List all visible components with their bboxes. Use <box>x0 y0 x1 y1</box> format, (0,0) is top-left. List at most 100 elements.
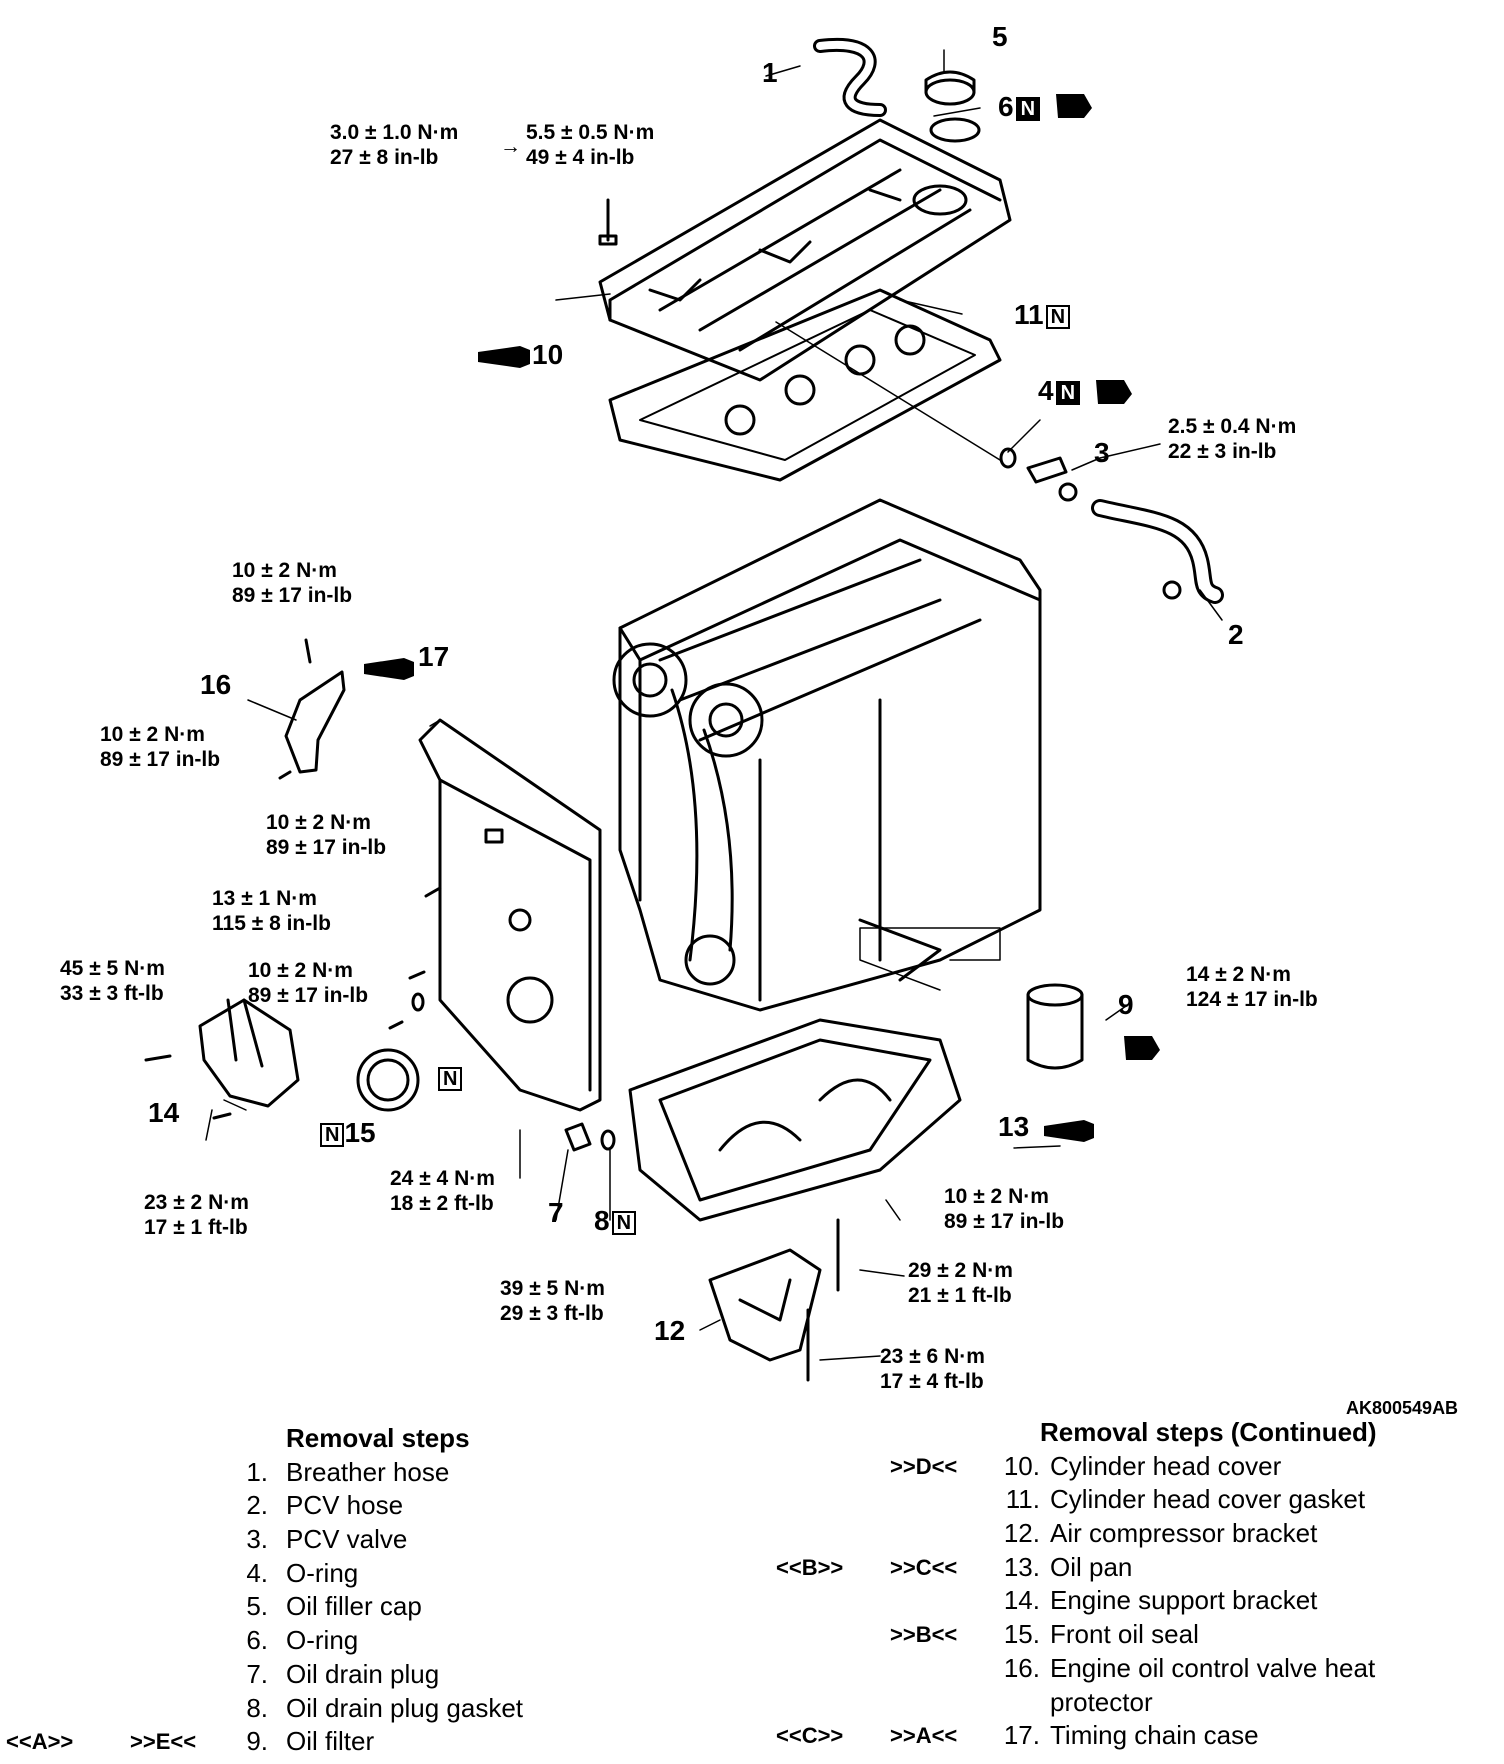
step-number: 5. <box>246 1591 268 1622</box>
step-text: Front oil seal <box>1050 1619 1199 1650</box>
sealant-tube-13 <box>1044 1120 1094 1142</box>
cylinder-head-cover-gasket <box>608 288 1002 482</box>
inspection-code: <<B>> <box>776 1554 844 1580</box>
step-number: 4. <box>246 1557 268 1588</box>
step-number: 3. <box>246 1524 268 1555</box>
sealant-tube-17 <box>364 658 414 680</box>
part-number-14: 14 <box>148 1097 180 1128</box>
step-row: 1.Breather hose <box>0 1456 760 1490</box>
step-text: Cylinder head cover <box>1050 1450 1282 1481</box>
step-text: O-ring <box>286 1557 359 1588</box>
step-row: >>B<<15.Front oil seal <box>760 1618 1504 1652</box>
step-text: Oil drain plug gasket <box>286 1692 524 1723</box>
step-text: PCV hose <box>286 1490 404 1521</box>
inspection-code: <<C>> <box>776 1723 844 1749</box>
installation-code: >>C<< <box>890 1554 958 1580</box>
step-number: 8. <box>246 1692 268 1723</box>
step-number: 1. <box>246 1456 268 1487</box>
cover-bolt <box>598 198 618 246</box>
oil-drain-plug <box>564 1122 592 1152</box>
step-row: <<C>> >>A<< 17. Timing chain case <box>760 1719 1504 1753</box>
part-number-12: 12 <box>654 1315 686 1346</box>
step-text: PCV valve <box>286 1524 408 1555</box>
o-ring-4 <box>999 447 1017 469</box>
oil-can-icon-6 <box>1056 94 1092 118</box>
step-text: Engine oil control valve heat <box>1050 1652 1376 1683</box>
n-mark-badge: N <box>320 1122 345 1147</box>
air-compressor-bracket <box>708 1218 840 1382</box>
inspection-code: <<A>> <box>6 1729 74 1755</box>
part-number-3: 3 <box>1094 437 1110 468</box>
step-row: >>D<<10.Cylinder head cover <box>760 1450 1504 1484</box>
engine-block <box>612 498 1042 1012</box>
installation-code: >>E<< <box>130 1729 197 1755</box>
step-number: 6. <box>246 1625 268 1656</box>
step-row: 5. Oil filler cap <box>0 1590 760 1624</box>
small-seal <box>411 992 425 1012</box>
step-number: 7. <box>246 1658 268 1689</box>
step-row: <<A>> >>E<< 9. Oil filter <box>0 1725 760 1759</box>
steps-title: Removal steps <box>286 1423 470 1453</box>
part-number-16: 16 <box>200 669 232 700</box>
oil-pan <box>628 1018 962 1222</box>
front-oil-seal <box>356 1048 420 1112</box>
step-text: Engine support bracket <box>1050 1585 1318 1616</box>
heat-protector <box>284 670 346 774</box>
step-row: 6.O-ring <box>0 1624 760 1658</box>
installation-code: >>A<< <box>890 1723 958 1749</box>
n-mark-badge: N <box>1015 96 1041 121</box>
engine-support-bracket <box>144 998 300 1120</box>
step-row: 3. PCV valve <box>0 1523 760 1557</box>
step-text: Oil filter <box>286 1726 375 1757</box>
part-number-10: 10 <box>532 339 564 370</box>
step-number: 16. <box>1003 1652 1040 1683</box>
step-number: 11. <box>1005 1484 1040 1515</box>
step-row: 2.PCV hose <box>0 1489 760 1523</box>
step-row: protector <box>760 1686 1504 1720</box>
part-number-5: 5 <box>992 21 1008 52</box>
step-row: 7.Oil drain plug <box>0 1658 760 1692</box>
pcv-valve <box>1026 456 1068 484</box>
cylinder-head-cover <box>598 118 1012 382</box>
step-row: 8. Oil drain plug gasket <box>0 1692 760 1726</box>
steps-title-continued: Removal steps (Continued) <box>1040 1417 1377 1447</box>
torque-arrow: → <box>500 135 521 158</box>
step-number: 13. <box>1003 1551 1040 1582</box>
part-number-1: 1 <box>762 57 778 88</box>
oil-can-icon-9 <box>1124 1036 1160 1060</box>
part-number-7: 7 <box>548 1197 564 1228</box>
step-row: 4. O-ring <box>0 1557 760 1591</box>
part-number-2: 2 <box>1228 619 1244 650</box>
n-mark-seal: N <box>436 1062 463 1092</box>
step-number: 9. <box>246 1726 268 1757</box>
installation-code: >>D<< <box>890 1453 958 1479</box>
step-number: 17. <box>1003 1720 1040 1751</box>
timing-chain-case <box>418 718 602 1112</box>
oil-pan-flange <box>859 927 1001 991</box>
part-number-17: 17 <box>418 641 450 672</box>
step-row: 12.Air compressor bracket <box>760 1517 1504 1551</box>
step-text: Oil filler cap <box>286 1591 422 1622</box>
drain-plug-gasket <box>600 1129 616 1151</box>
step-row: 14.Engine support bracket <box>760 1584 1504 1618</box>
step-row: 16. Engine oil control valve heat <box>760 1652 1504 1686</box>
oil-filter <box>1026 983 1084 1070</box>
step-text: Timing chain case <box>1050 1720 1259 1751</box>
